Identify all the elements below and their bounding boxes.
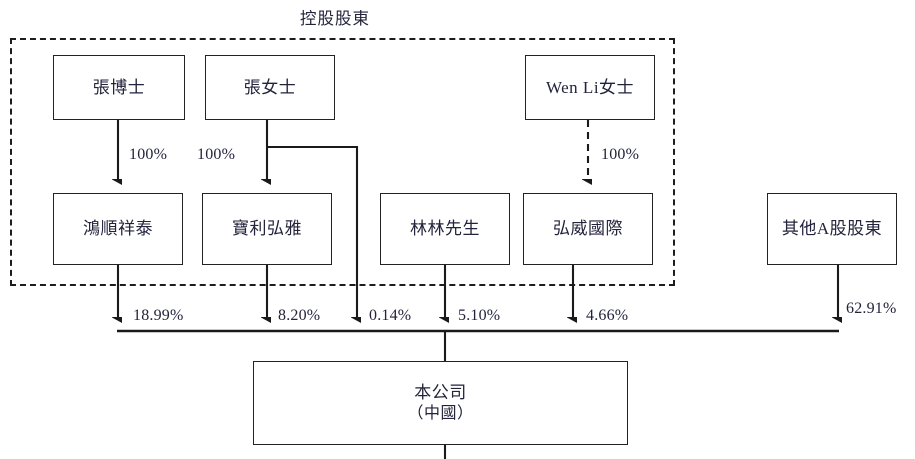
edge-label-wen-li-to-hongwei: 100% xyxy=(601,146,640,163)
node-zhang-ms[interactable]: 張女士 xyxy=(205,55,335,120)
node-other-a-shareholders-label: 其他A股股東 xyxy=(781,219,883,239)
node-hongshun-label: 鴻順祥泰 xyxy=(83,219,153,239)
edge-label-zhang-dr-to-hongshun: 100% xyxy=(129,146,168,163)
edge-label-hongshun-to-company: 18.99% xyxy=(133,307,184,324)
node-hongwei-label: 弘威國際 xyxy=(553,219,623,239)
node-linlin[interactable]: 林林先生 xyxy=(380,193,510,265)
node-company-label-line1: 本公司 xyxy=(414,382,467,402)
node-zhang-dr[interactable]: 張博士 xyxy=(53,55,185,120)
node-baoli[interactable]: 寶利弘雅 xyxy=(202,193,332,265)
edge-label-other-a-to-company: 62.91% xyxy=(846,300,897,317)
node-zhang-dr-label: 張博士 xyxy=(92,77,146,97)
node-baoli-label: 寶利弘雅 xyxy=(232,219,302,239)
edge-label-zhang-ms-to-baoli: 100% xyxy=(197,146,236,163)
edge-label-baoli-to-company: 8.20% xyxy=(278,307,321,324)
node-other-a-shareholders[interactable]: 其他A股股東 xyxy=(767,193,897,265)
edge-label-zhang-ms-to-company: 0.14% xyxy=(369,307,412,324)
node-hongshun[interactable]: 鴻順祥泰 xyxy=(53,193,183,265)
edge-label-hongwei-to-company: 4.66% xyxy=(586,307,629,324)
node-wen-li-label: Wen Li女士 xyxy=(545,77,635,97)
edge-label-linlin-to-company: 5.10% xyxy=(458,307,501,324)
node-hongwei[interactable]: 弘威國際 xyxy=(523,193,653,265)
controlling-shareholder-group-title: 控股股東 xyxy=(300,9,370,28)
connector-zhang-ms-to-company xyxy=(267,145,357,318)
node-linlin-label: 林林先生 xyxy=(410,219,480,239)
node-company-label-line2: （中國） xyxy=(407,404,474,422)
node-zhang-ms-label: 張女士 xyxy=(243,77,297,97)
node-company[interactable]: 本公司 （中國） xyxy=(253,361,628,445)
node-wen-li[interactable]: Wen Li女士 xyxy=(525,55,655,120)
